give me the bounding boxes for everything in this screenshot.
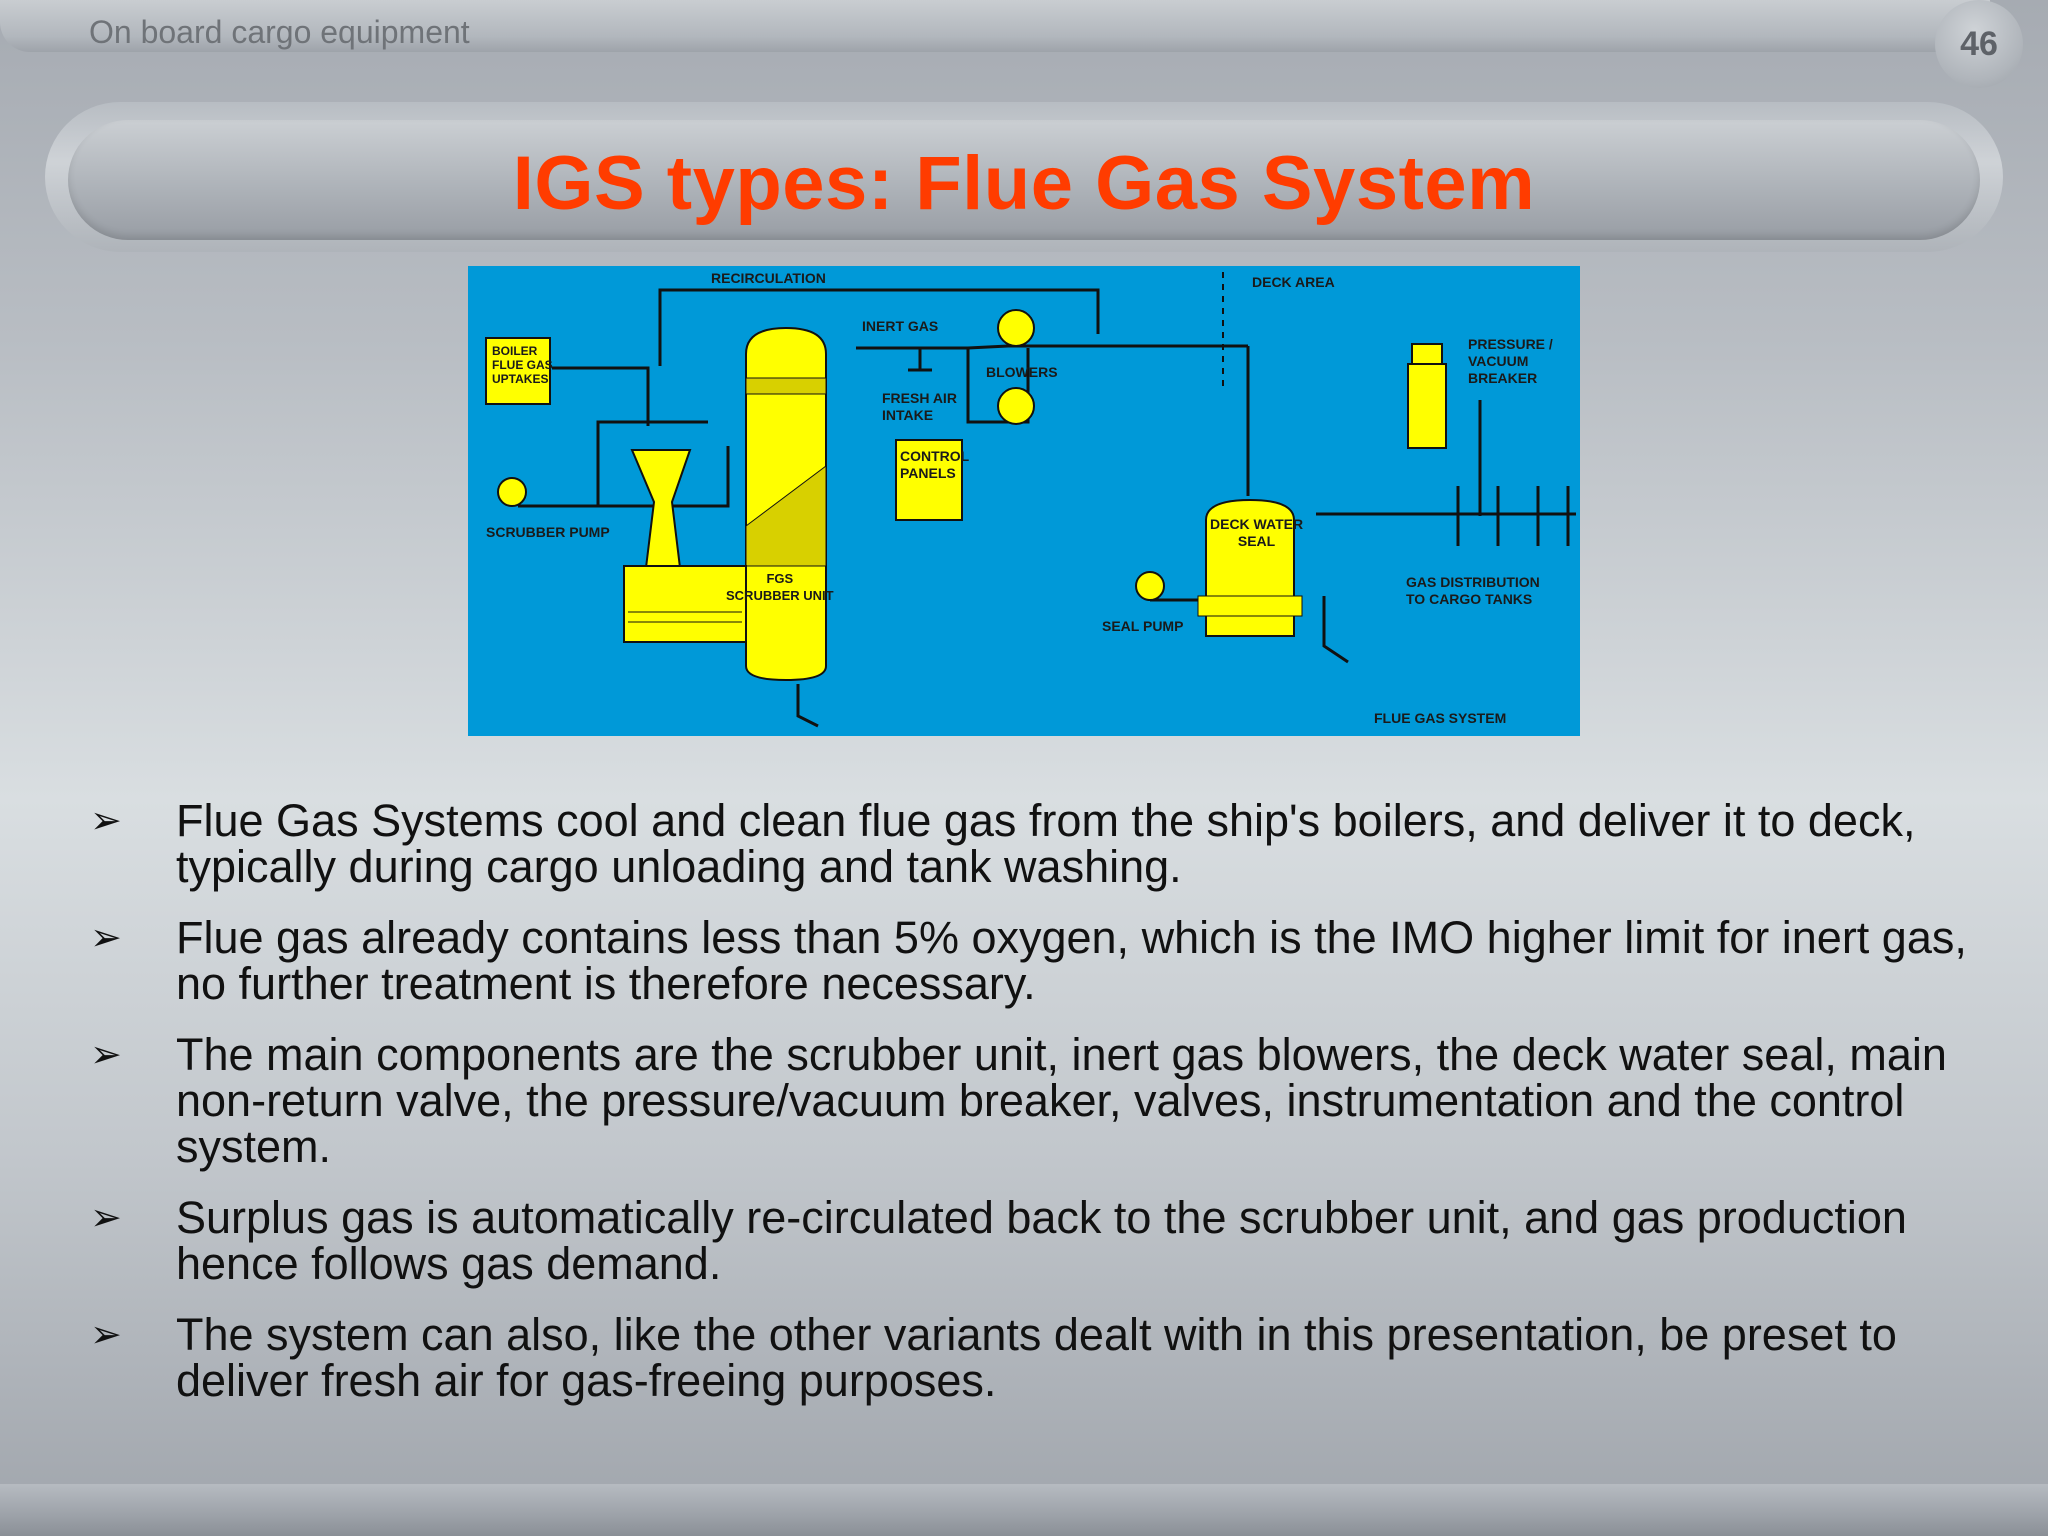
bullet-text: Surplus gas is automatically re-circulat…	[176, 1192, 1907, 1289]
bullet-text: The main components are the scrubber uni…	[176, 1029, 1947, 1172]
label-fgs-scrubber-unit: FGS SCRUBBER UNIT	[726, 571, 834, 603]
label-gas-distribution: GAS DISTRIBUTION TO CARGO TANKS	[1406, 574, 1540, 607]
label-pressure-vacuum-breaker: PRESSURE / VACUUM BREAKER	[1468, 336, 1553, 386]
label-recirculation: RECIRCULATION	[711, 270, 826, 286]
bullet-text: The system can also, like the other vari…	[176, 1309, 1897, 1406]
label-flue-gas-system: FLUE GAS SYSTEM	[1374, 710, 1507, 726]
diagram-drawing	[485, 272, 1576, 728]
bullet-item: ➢ Surplus gas is automatically re-circula…	[90, 1195, 1990, 1287]
label-boiler: BOILER FLUE GAS UPTAKES	[492, 344, 553, 386]
bullet-text: Flue gas already contains less than 5% o…	[176, 912, 1967, 1009]
bullet-item: ➢ Flue Gas Systems cool and clean flue ga…	[90, 798, 1990, 890]
label-seal-pump: SEAL PUMP	[1102, 618, 1184, 634]
title-band	[68, 120, 1980, 240]
label-blowers: BLOWERS	[986, 364, 1058, 380]
bullet-text: Flue Gas Systems cool and clean flue gas…	[176, 795, 1916, 892]
label-inert-gas: INERT GAS	[862, 318, 939, 334]
bullet-item: ➢ The main components are the scrubber un…	[90, 1032, 1990, 1170]
page-number-badge: 46	[1935, 0, 2023, 88]
bullet-item: ➢ Flue gas already contains less than 5% …	[90, 915, 1990, 1007]
arrow-bullet-icon: ➢	[90, 800, 122, 842]
arrow-bullet-icon: ➢	[90, 1034, 122, 1076]
arrow-bullet-icon: ➢	[90, 917, 122, 959]
arrow-bullet-icon: ➢	[90, 1197, 122, 1239]
page-number: 46	[1960, 24, 1998, 63]
bullet-list: ➢ Flue Gas Systems cool and clean flue ga…	[90, 798, 1990, 1429]
flue-gas-system-diagram: RECIRCULATION DECK AREA INERT GAS BOILER…	[468, 266, 1580, 736]
header-text: On board cargo equipment	[89, 14, 470, 50]
label-fresh-air-intake: FRESH AIR INTAKE	[882, 390, 957, 423]
label-deck-area: DECK AREA	[1252, 274, 1335, 290]
label-deck-water-seal: DECK WATER SEAL	[1210, 516, 1304, 549]
slide-title: IGS types: Flue Gas System	[512, 141, 1536, 226]
arrow-bullet-icon: ➢	[90, 1314, 122, 1356]
label-control-panels: CONTROL PANELS	[900, 448, 970, 481]
bullet-item: ➢ The system can also, like the other var…	[90, 1312, 1990, 1404]
label-scrubber-pump: SCRUBBER PUMP	[486, 524, 610, 540]
header-bar	[0, 0, 1990, 52]
footer-bar	[0, 1484, 2048, 1536]
